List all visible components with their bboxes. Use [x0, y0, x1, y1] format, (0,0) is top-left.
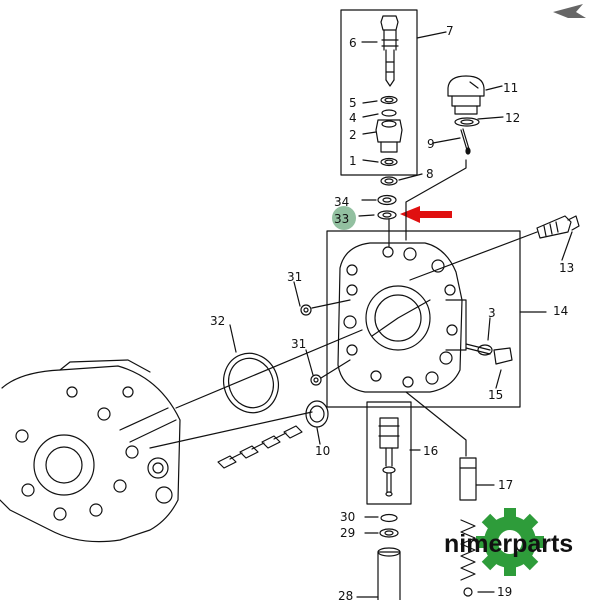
part-15-bolt	[465, 343, 513, 365]
part-33-highlight[interactable]	[332, 206, 356, 230]
part-19-spring	[460, 519, 476, 597]
label-part-34: 34	[334, 195, 349, 209]
part-6-valve-stem	[380, 15, 399, 87]
label-part-17: 17	[498, 478, 513, 492]
part-29-washer	[379, 528, 399, 538]
part-3-washer	[477, 344, 493, 356]
part-16-spool	[378, 417, 400, 497]
leader-line-9	[405, 159, 467, 241]
pump-housing	[0, 359, 181, 543]
leader-line-31	[311, 299, 351, 379]
label-part-30: 30	[340, 510, 355, 524]
label-part-16: 16	[423, 444, 438, 458]
part-30-washer	[380, 513, 398, 523]
part-9-pin	[460, 128, 471, 155]
part-12-washer	[454, 117, 480, 127]
label-part-19: 19	[497, 585, 512, 599]
label-part-31-upper: 31	[287, 270, 302, 284]
label-part-7: 7	[446, 24, 454, 38]
spring-chain	[217, 425, 303, 469]
box-part-14	[326, 230, 521, 408]
part-5-ring	[380, 95, 398, 105]
part-28-tube	[377, 547, 401, 600]
part-1-ring	[380, 157, 398, 167]
leader-line-13	[409, 231, 538, 281]
label-part-10: 10	[315, 444, 330, 458]
label-part-6: 6	[349, 36, 357, 50]
label-part-2: 2	[349, 128, 357, 142]
leader-line-pump	[149, 411, 313, 449]
part-10-seal	[305, 400, 329, 428]
watermark-text: nimerparts	[444, 530, 573, 558]
label-part-28: 28	[338, 589, 353, 600]
label-part-32: 32	[210, 314, 225, 328]
label-part-5: 5	[349, 96, 357, 110]
label-part-8: 8	[426, 167, 434, 181]
part-11-plug	[447, 75, 485, 115]
part-31-washer-upper	[300, 304, 312, 316]
label-part-11: 11	[503, 81, 518, 95]
red-indicator-arrow	[400, 206, 452, 223]
part-13-bolt	[536, 215, 580, 239]
label-part-1: 1	[349, 154, 357, 168]
label-part-3: 3	[488, 306, 496, 320]
leader-line-32	[175, 329, 363, 409]
part-4-ring	[381, 109, 397, 117]
box-part-7	[340, 9, 418, 176]
part-8-washer	[380, 176, 398, 186]
leader-line-17	[405, 391, 467, 457]
label-part-12: 12	[505, 111, 520, 125]
leader-lines	[229, 31, 573, 598]
part-14-cover-plate	[337, 242, 467, 393]
part-31-washer-lower	[310, 374, 322, 386]
part-2-fitting	[375, 119, 403, 153]
gear-logo-icon	[476, 508, 544, 576]
label-part-29: 29	[340, 526, 355, 540]
label-part-13: 13	[559, 261, 574, 275]
label-part-9: 9	[427, 137, 435, 151]
part-33-washer	[377, 210, 397, 220]
label-part-4: 4	[349, 111, 357, 125]
corner-arrow-icon[interactable]	[553, 4, 586, 18]
label-part-15: 15	[488, 388, 503, 402]
label-part-31-lower: 31	[291, 337, 306, 351]
part-34-washer	[377, 194, 397, 206]
box-part-16	[366, 401, 412, 505]
label-part-14: 14	[553, 304, 568, 318]
part-17-pin	[459, 457, 477, 501]
label-part-33: 33	[334, 212, 349, 226]
part-32-o-ring	[223, 352, 279, 414]
